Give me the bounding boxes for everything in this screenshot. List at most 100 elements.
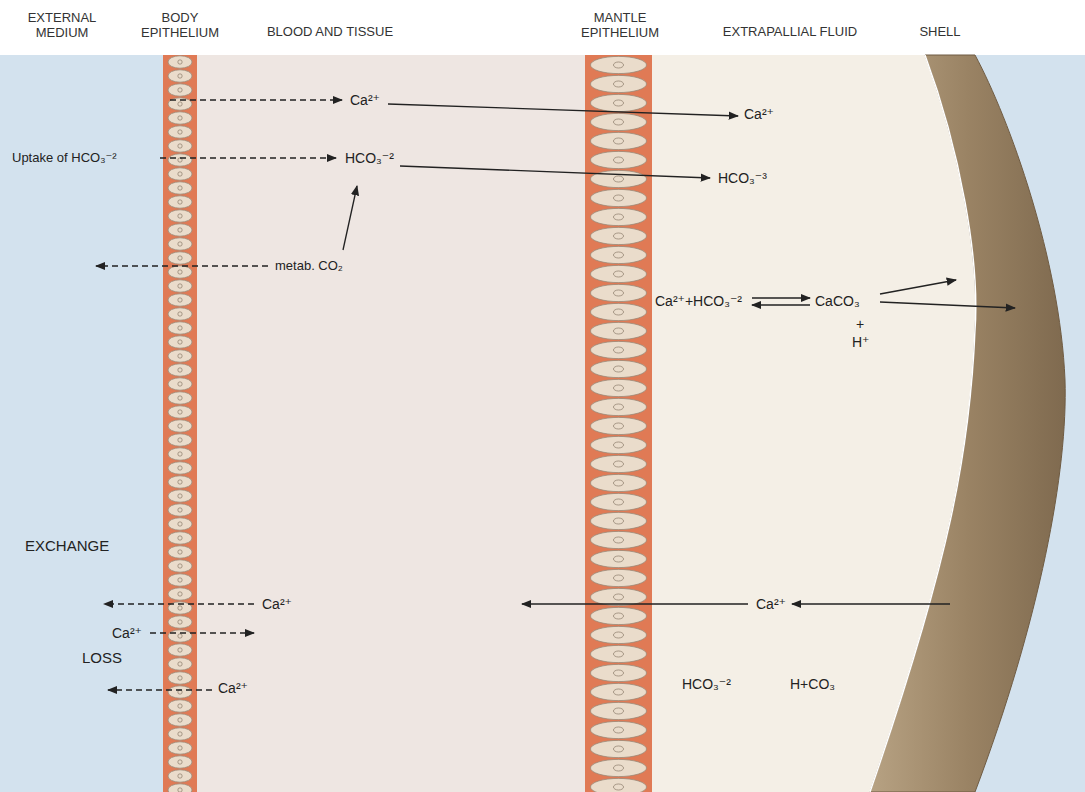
cell [168, 728, 192, 740]
body-epithelium-layer [163, 55, 197, 792]
cell-nucleus [613, 480, 623, 486]
chemical-label: + [856, 316, 864, 332]
cell-nucleus [178, 102, 182, 106]
cell-nucleus [613, 784, 623, 790]
cell-nucleus [178, 340, 182, 344]
cell-nucleus [613, 689, 623, 695]
cell-nucleus [613, 119, 623, 125]
region-heading: BLOOD AND TISSUE [240, 24, 420, 39]
cell-nucleus [613, 347, 623, 353]
cell-nucleus [178, 480, 182, 484]
chemical-label: H+CO₃ [790, 676, 835, 692]
cell-nucleus [613, 632, 623, 638]
cell [168, 784, 192, 792]
cell-nucleus [613, 309, 623, 315]
cell [591, 170, 647, 187]
cell [168, 588, 192, 600]
cell [168, 196, 192, 208]
cell [168, 224, 192, 236]
dashed-arrow [150, 632, 254, 633]
cell [168, 140, 192, 152]
chemical-label: Ca²⁺ [218, 680, 248, 696]
cell-nucleus [178, 298, 182, 302]
cell [168, 252, 192, 264]
cell [591, 208, 647, 225]
cell-nucleus [613, 442, 623, 448]
equilibrium-arrow [752, 304, 810, 305]
cell-nucleus [178, 522, 182, 526]
cell [591, 322, 647, 339]
dashed-arrow [104, 603, 254, 604]
cell-nucleus [178, 116, 182, 120]
cell [591, 740, 647, 757]
cell-nucleus [178, 760, 182, 764]
cell [168, 238, 192, 250]
cell [168, 336, 192, 348]
cell [168, 448, 192, 460]
cell [591, 436, 647, 453]
region-heading: SHELL [905, 24, 975, 39]
cell [168, 672, 192, 684]
shell-edge [870, 55, 976, 792]
cell-nucleus [613, 100, 623, 106]
chemical-label: CaCO₃ [815, 293, 860, 309]
cell [168, 714, 192, 726]
cell [591, 493, 647, 510]
chemical-label: Ca²⁺ [756, 596, 786, 612]
cell-nucleus [178, 508, 182, 512]
cell-nucleus [178, 270, 182, 274]
cell [168, 406, 192, 418]
cell-nucleus [178, 382, 182, 386]
cell [168, 756, 192, 768]
cell [168, 644, 192, 656]
cell-nucleus [613, 461, 623, 467]
cell-nucleus [613, 233, 623, 239]
region-band: BODY EPITHELIUM [163, 55, 197, 792]
cell [168, 266, 192, 278]
cell-nucleus [613, 385, 623, 391]
region-heading: EXTRAPALLIAL FLUID [695, 24, 885, 39]
cell-nucleus [178, 242, 182, 246]
cell-nucleus [613, 765, 623, 771]
cell-nucleus [178, 410, 182, 414]
cell [168, 308, 192, 320]
cell-nucleus [178, 144, 182, 148]
cell [591, 265, 647, 282]
cell [168, 350, 192, 362]
cell [168, 700, 192, 712]
cell-nucleus [178, 466, 182, 470]
cell-nucleus [178, 326, 182, 330]
cell [591, 474, 647, 491]
chemical-label: Ca²⁺ [262, 596, 292, 612]
cell-nucleus [178, 368, 182, 372]
cell-nucleus [178, 200, 182, 204]
region-band: SHELL [922, 55, 1072, 792]
chemical-label: Uptake of HCO₃⁻² [12, 150, 117, 166]
cell-nucleus [178, 788, 182, 792]
cell-nucleus [613, 271, 623, 277]
cell-nucleus [178, 396, 182, 400]
cell [168, 476, 192, 488]
cell [168, 364, 192, 376]
region-band: MANTLE EPITHELIUM [585, 55, 652, 792]
region-heading: MANTLE EPITHELIUM [570, 10, 670, 40]
cell-nucleus [613, 214, 623, 220]
cell-nucleus [613, 328, 623, 334]
cell [591, 417, 647, 434]
cell [168, 280, 192, 292]
chemical-label: H⁺ [852, 334, 870, 350]
cell [168, 294, 192, 306]
cell [591, 588, 647, 605]
cell-nucleus [178, 172, 182, 176]
cell-nucleus [613, 290, 623, 296]
cell [168, 518, 192, 530]
cell [591, 607, 647, 624]
cell-nucleus [178, 452, 182, 456]
cell [591, 778, 647, 792]
cell-nucleus [613, 423, 623, 429]
cell [591, 512, 647, 529]
chemical-label: HCO₃⁻² [682, 676, 731, 692]
cell [591, 56, 647, 73]
cell-nucleus [613, 746, 623, 752]
region-heading: BODY EPITHELIUM [135, 10, 225, 40]
